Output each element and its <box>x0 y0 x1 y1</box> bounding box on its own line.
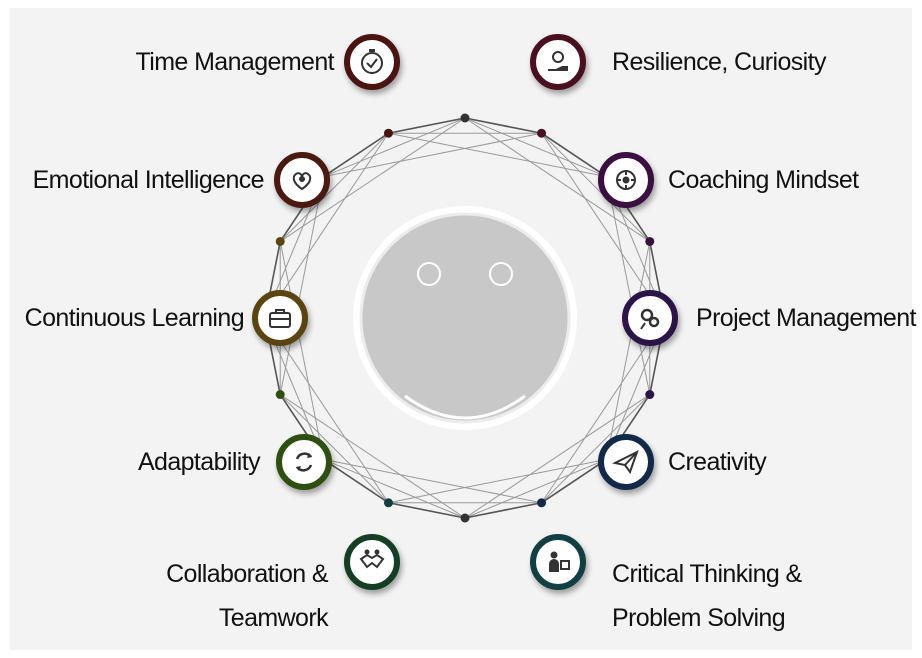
web-line <box>464 117 651 242</box>
web-node-dot <box>460 113 470 123</box>
web-line <box>464 117 542 135</box>
handshake-icon <box>359 549 385 569</box>
skill-label-emotional-intelligence: Emotional Intelligence <box>32 166 265 194</box>
skill-node-continuous-learning <box>252 290 308 346</box>
skill-node-critical-thinking <box>530 534 586 590</box>
hand-bulb-icon <box>548 51 568 71</box>
web-line <box>323 458 542 504</box>
web-line <box>264 132 389 319</box>
web-line <box>388 501 466 519</box>
web-line <box>605 241 651 460</box>
web-line <box>323 458 389 504</box>
briefcase-icon <box>269 309 291 328</box>
web-line <box>279 241 325 460</box>
skill-ring <box>530 34 586 90</box>
web-line <box>541 317 666 504</box>
web-line <box>541 132 607 178</box>
skill-label-critical-thinking: Critical Thinking & Problem Solving <box>612 560 802 632</box>
skill-ring <box>530 534 586 590</box>
web-node-dot <box>275 236 285 246</box>
skill-ring <box>344 534 400 590</box>
web-line <box>279 176 325 395</box>
web-line <box>279 394 389 504</box>
skill-label-continuous-learning: Continuous Learning <box>24 304 245 332</box>
paper-plane-icon <box>611 450 639 475</box>
puzzle-person-icon <box>549 551 570 572</box>
skill-node-project-management <box>622 290 678 346</box>
gears-head-icon <box>640 308 660 330</box>
skill-ring <box>252 290 308 346</box>
skill-ring <box>598 152 654 208</box>
web-line <box>464 394 651 519</box>
web-line <box>323 132 542 178</box>
web-line <box>541 394 651 504</box>
skill-ring <box>274 152 330 208</box>
skill-node-resilience-curiosity <box>530 34 586 90</box>
smiley-face-icon <box>359 212 571 424</box>
web-node-dot <box>460 513 470 523</box>
web-line <box>541 132 666 319</box>
web-line <box>264 317 389 504</box>
skill-node-creativity <box>598 434 654 490</box>
web-node-dot <box>645 390 655 400</box>
skill-label-creativity: Creativity <box>668 448 767 476</box>
web-node-dot <box>383 498 393 508</box>
web-line <box>323 458 466 519</box>
web-line <box>279 394 466 519</box>
skill-node-coaching-mindset <box>598 152 654 208</box>
skill-node-emotional-intelligence <box>274 152 330 208</box>
stopwatch-icon <box>361 49 383 74</box>
web-line <box>279 132 389 242</box>
skill-label-adaptability: Adaptability <box>137 448 261 476</box>
skill-label-time-management: Time Management <box>135 48 335 76</box>
skill-label-project-management: Project Management <box>696 304 916 332</box>
web-line <box>323 132 389 178</box>
skill-ring <box>344 34 400 90</box>
skill-ring <box>622 290 678 346</box>
web-line <box>605 176 651 395</box>
cycle-arrows-icon <box>295 452 313 472</box>
skill-ring <box>598 434 654 490</box>
brain-heart-icon <box>292 172 312 191</box>
skill-node-collaboration-teamwork <box>344 534 400 590</box>
coaching-head-icon <box>616 170 636 190</box>
skill-label-collaboration-teamwork: Collaboration & Teamwork <box>166 560 329 632</box>
web-line <box>464 458 607 519</box>
skill-label-coaching-mindset: Coaching Mindset <box>668 166 859 194</box>
web-line <box>464 501 542 519</box>
skill-node-adaptability <box>276 434 332 490</box>
web-line <box>541 458 607 504</box>
web-line <box>388 458 607 504</box>
web-node-dot <box>537 128 547 138</box>
web-line <box>323 117 466 178</box>
skill-node-time-management <box>344 34 400 90</box>
web-node-dot <box>275 390 285 400</box>
web-node-dot <box>537 498 547 508</box>
web-line <box>541 132 651 242</box>
skill-ring <box>276 434 332 490</box>
web-line <box>279 117 466 242</box>
web-line <box>388 132 607 178</box>
web-node-dot <box>645 236 655 246</box>
skill-label-resilience-curiosity: Resilience, Curiosity <box>612 48 826 76</box>
web-node-dot <box>383 128 393 138</box>
web-line <box>388 117 466 135</box>
web-line <box>464 117 607 178</box>
